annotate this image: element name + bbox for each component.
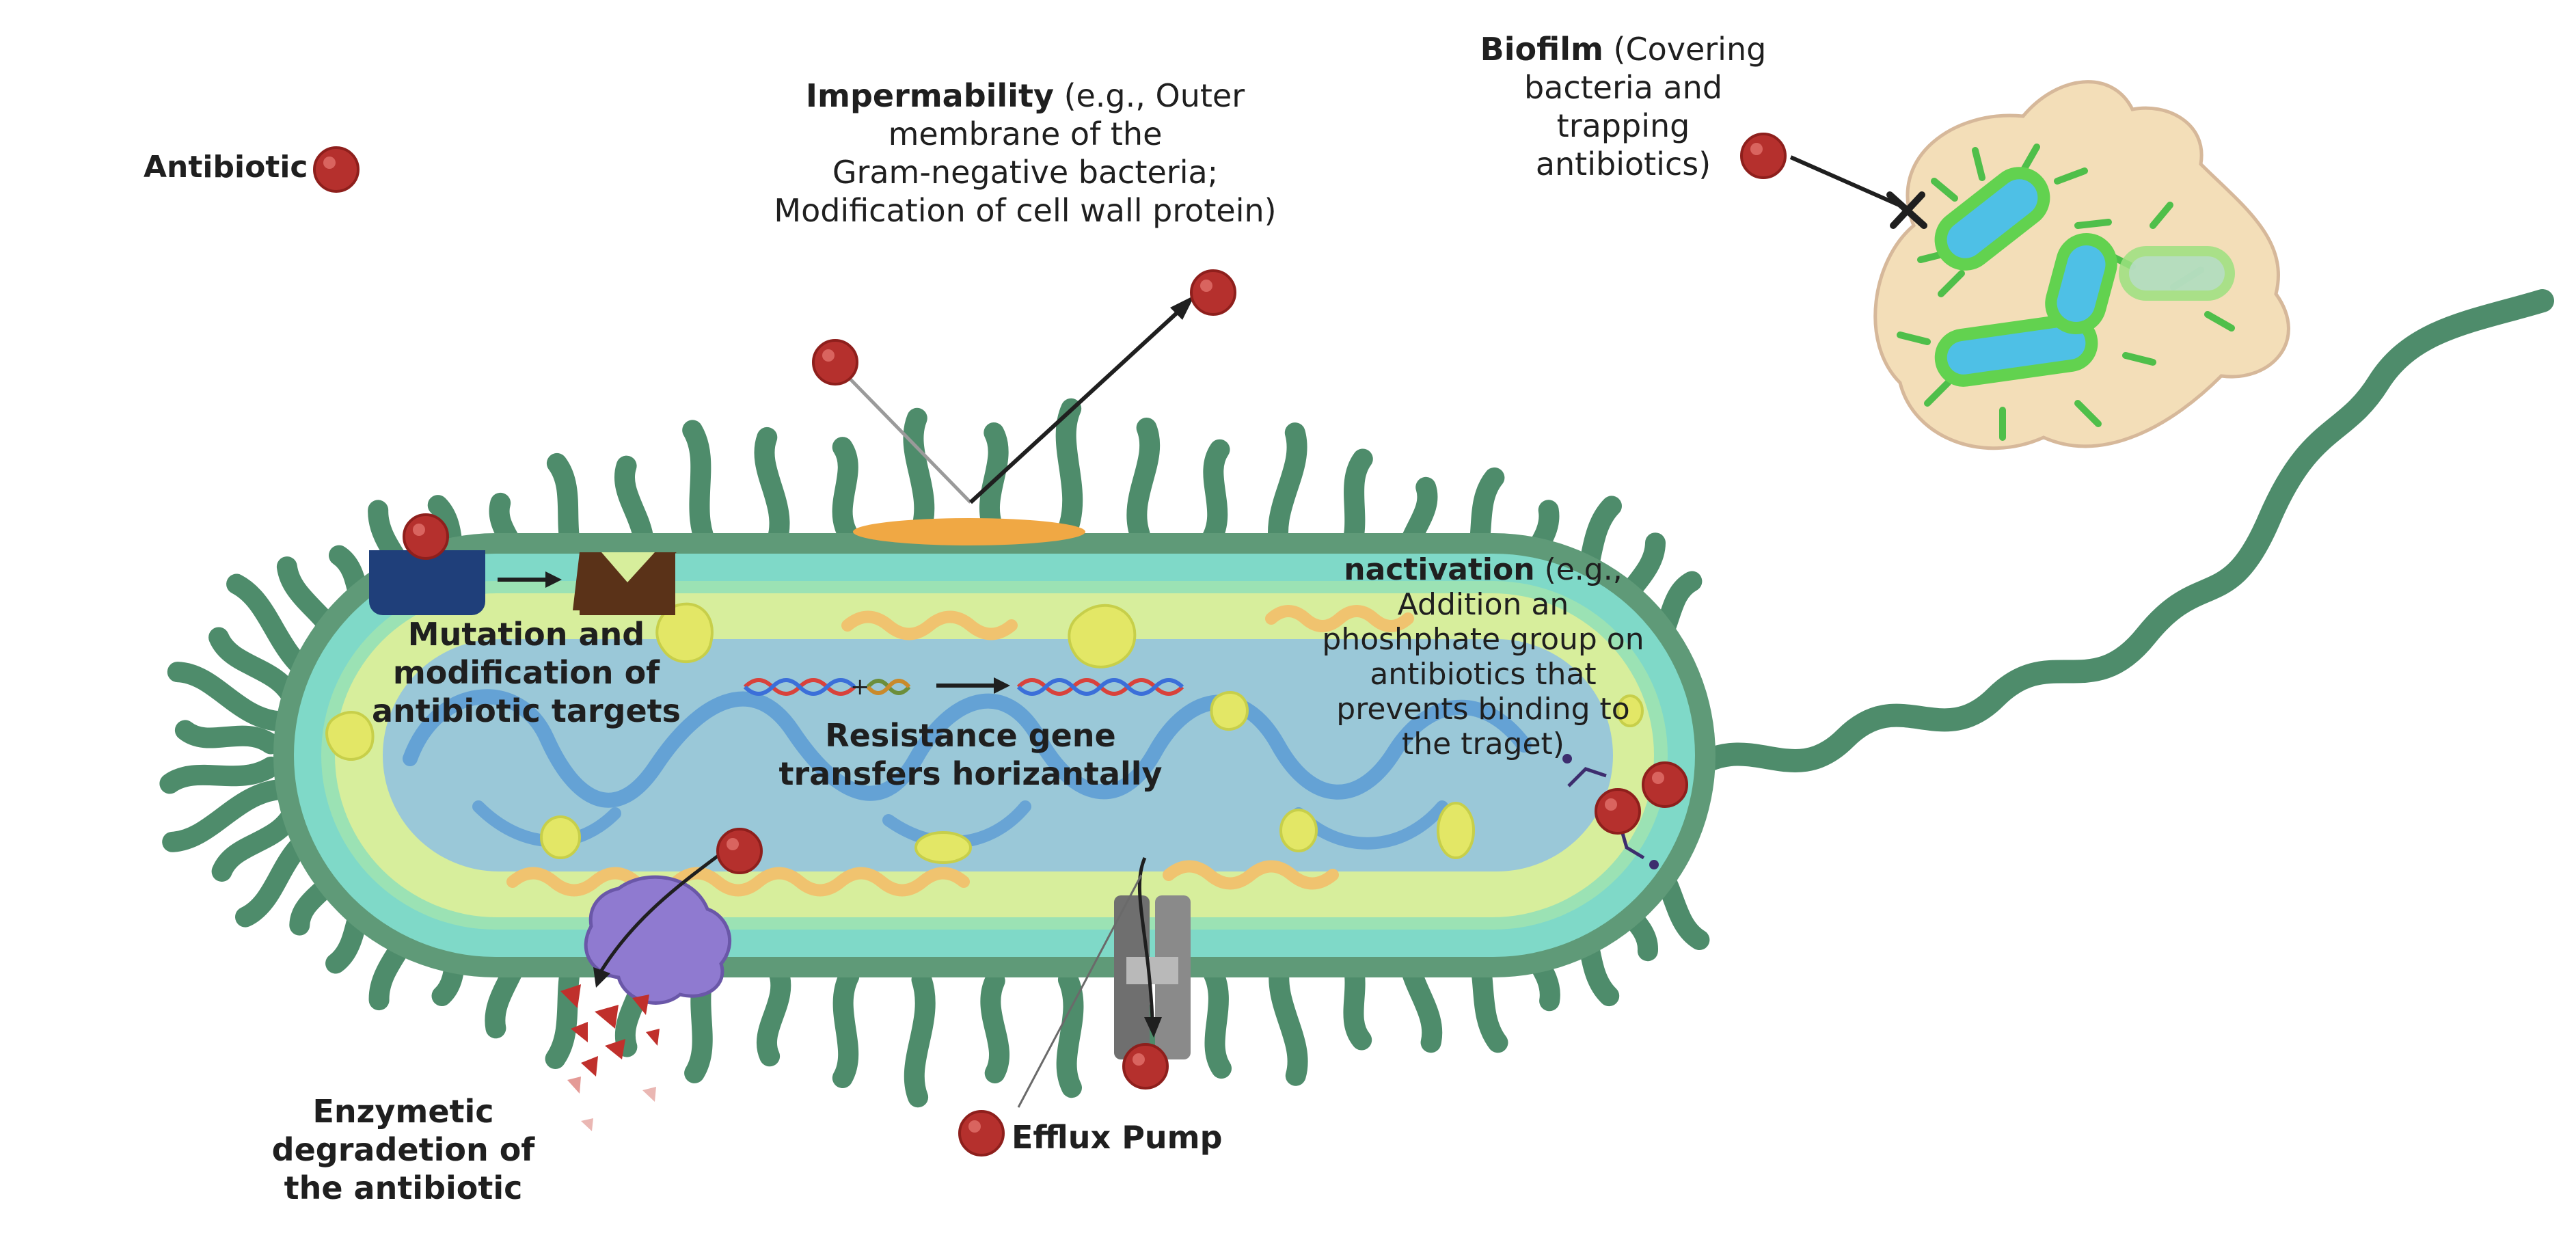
deflection-line-in	[832, 361, 972, 504]
plus-sign: +	[850, 673, 870, 701]
inactivation-text-3: phoshphate group on	[1322, 622, 1644, 658]
antibiotic-highlight	[727, 838, 739, 850]
blocked-x-mark	[1886, 191, 1927, 229]
antibiotic-molecules	[313, 133, 1787, 1157]
chromosome-dna	[403, 689, 1532, 808]
pilus	[832, 966, 860, 1088]
antibiotic-highlight	[1750, 143, 1763, 155]
antibiotic-molecule	[716, 828, 763, 874]
inactivation-label: nactivation (e.g., Addition an phoshphat…	[1285, 552, 1681, 761]
antibiotic-molecule	[812, 339, 858, 386]
pilus	[1269, 952, 1308, 1086]
antibiotic-molecule	[1595, 788, 1641, 835]
inactivation-text-5: prevents binding to	[1336, 692, 1630, 727]
biofilm-text-3: trapping	[1556, 107, 1690, 145]
impermeable-patch	[853, 518, 1085, 545]
antibiotic-highlight	[1200, 280, 1212, 292]
biofilm-label: Biofilm (Covering bacteria and trapping …	[1463, 30, 1784, 183]
efflux-pump-label: Efflux Pump	[1012, 1119, 1223, 1156]
mutation-label: Mutation and modification of antibiotic …	[355, 615, 697, 730]
enzymatic-text-2: degradetion of	[271, 1131, 535, 1169]
enzyme-shape	[584, 875, 732, 1005]
deflection-arrowhead	[1170, 295, 1195, 320]
pilus	[832, 437, 858, 545]
degradation-arrow	[599, 849, 726, 972]
pilus	[1202, 960, 1232, 1079]
gene-transfer-text-1: Resistance gene	[825, 717, 1116, 754]
pilus	[756, 960, 791, 1067]
enzymatic-label: Enzymetic degradetion of the antibiotic	[260, 1092, 547, 1207]
mutation-arrowhead	[545, 571, 562, 588]
gene-transfer-text-2: transfers horizantally	[778, 755, 1163, 793]
dna-helices	[743, 678, 1184, 696]
inactivation-text-1: (e.g.,	[1544, 552, 1623, 587]
enzymatic-text-3: the antibiotic	[284, 1169, 523, 1207]
antibiotic-molecule	[1642, 761, 1688, 808]
antibiotic-legend-label: Antibiotic	[144, 150, 308, 185]
mutation-text-2: modification of	[392, 654, 660, 692]
inactivation-text-4: antibiotics that	[1370, 657, 1597, 692]
pilus	[682, 420, 719, 558]
antibiotic-molecule	[313, 146, 360, 193]
pilus	[159, 756, 282, 794]
biofilm-text-2: bacteria and	[1523, 69, 1723, 107]
antibiotic-molecule	[1190, 269, 1236, 316]
antibiotic-molecule	[1122, 1043, 1169, 1090]
plasmids	[506, 605, 1414, 897]
enzymatic-text-1: Enzymetic	[312, 1093, 494, 1130]
pilus	[1200, 439, 1230, 551]
transfer-arrowhead	[994, 677, 1010, 694]
pilus	[167, 662, 289, 732]
efflux-pump-shape	[1114, 895, 1191, 1059]
pilus	[1055, 398, 1083, 541]
antibiotic-highlight	[968, 1120, 981, 1133]
pilus	[174, 720, 282, 755]
impermeability-title: Impermability	[805, 77, 1054, 114]
impermeability-text-3: Gram-negative bacteria;	[832, 154, 1219, 191]
mutation-text-1: Mutation and	[407, 616, 645, 653]
receptor-shape	[369, 550, 485, 615]
biofilm-bacteria	[1897, 144, 2235, 441]
efflux-arrow	[1137, 856, 1154, 1019]
impermeability-text-4: Modification of cell wall protein)	[774, 192, 1277, 230]
antibiotic-highlight	[1605, 798, 1617, 811]
mutation-text-3: antibiotic targets	[371, 692, 681, 730]
antibiotic-highlight	[413, 524, 425, 536]
antibiotic-fragments	[560, 984, 660, 1131]
pilus	[903, 407, 935, 541]
pilus	[754, 427, 790, 551]
antibiotic-molecule	[958, 1110, 1005, 1157]
biofilm-text-4: antibiotics)	[1535, 146, 1711, 183]
pilus	[1126, 418, 1161, 545]
pilus	[980, 971, 1009, 1083]
antibiotic-highlight	[822, 349, 835, 362]
biofilm-blocked-arrow	[1789, 155, 1908, 211]
pilus	[1056, 969, 1084, 1098]
antibiotic-highlight	[323, 157, 336, 169]
flagellum	[1677, 289, 2554, 784]
biofilm-text-1: (Covering	[1613, 31, 1767, 68]
antibiotic-molecule	[403, 513, 449, 560]
pilus	[904, 969, 936, 1108]
impermeability-text-2: membrane of the	[888, 116, 1163, 153]
antibiotic-highlight	[1133, 1053, 1145, 1066]
efflux-arrowhead	[1144, 1017, 1162, 1038]
biofilm-title: Biofilm	[1480, 31, 1603, 68]
efflux-pointer-line	[1017, 874, 1143, 1108]
inactivation-text-6: the traget)	[1402, 727, 1564, 762]
pilus	[1268, 422, 1307, 558]
inactivation-text-2: Addition an	[1397, 587, 1569, 623]
impermeability-text-1: (e.g., Outer	[1063, 77, 1245, 114]
inactivation-title: nactivation	[1344, 552, 1535, 587]
degradation-arrowhead	[593, 967, 610, 988]
gene-transfer-label: Resistance gene transfers horizantally	[759, 716, 1182, 793]
deflection-arrow	[968, 309, 1181, 504]
granules	[325, 602, 1644, 864]
impermeability-label: Impermability (e.g., Outer membrane of t…	[724, 77, 1326, 230]
antibiotic-highlight	[1652, 772, 1664, 784]
pilus	[162, 779, 289, 852]
